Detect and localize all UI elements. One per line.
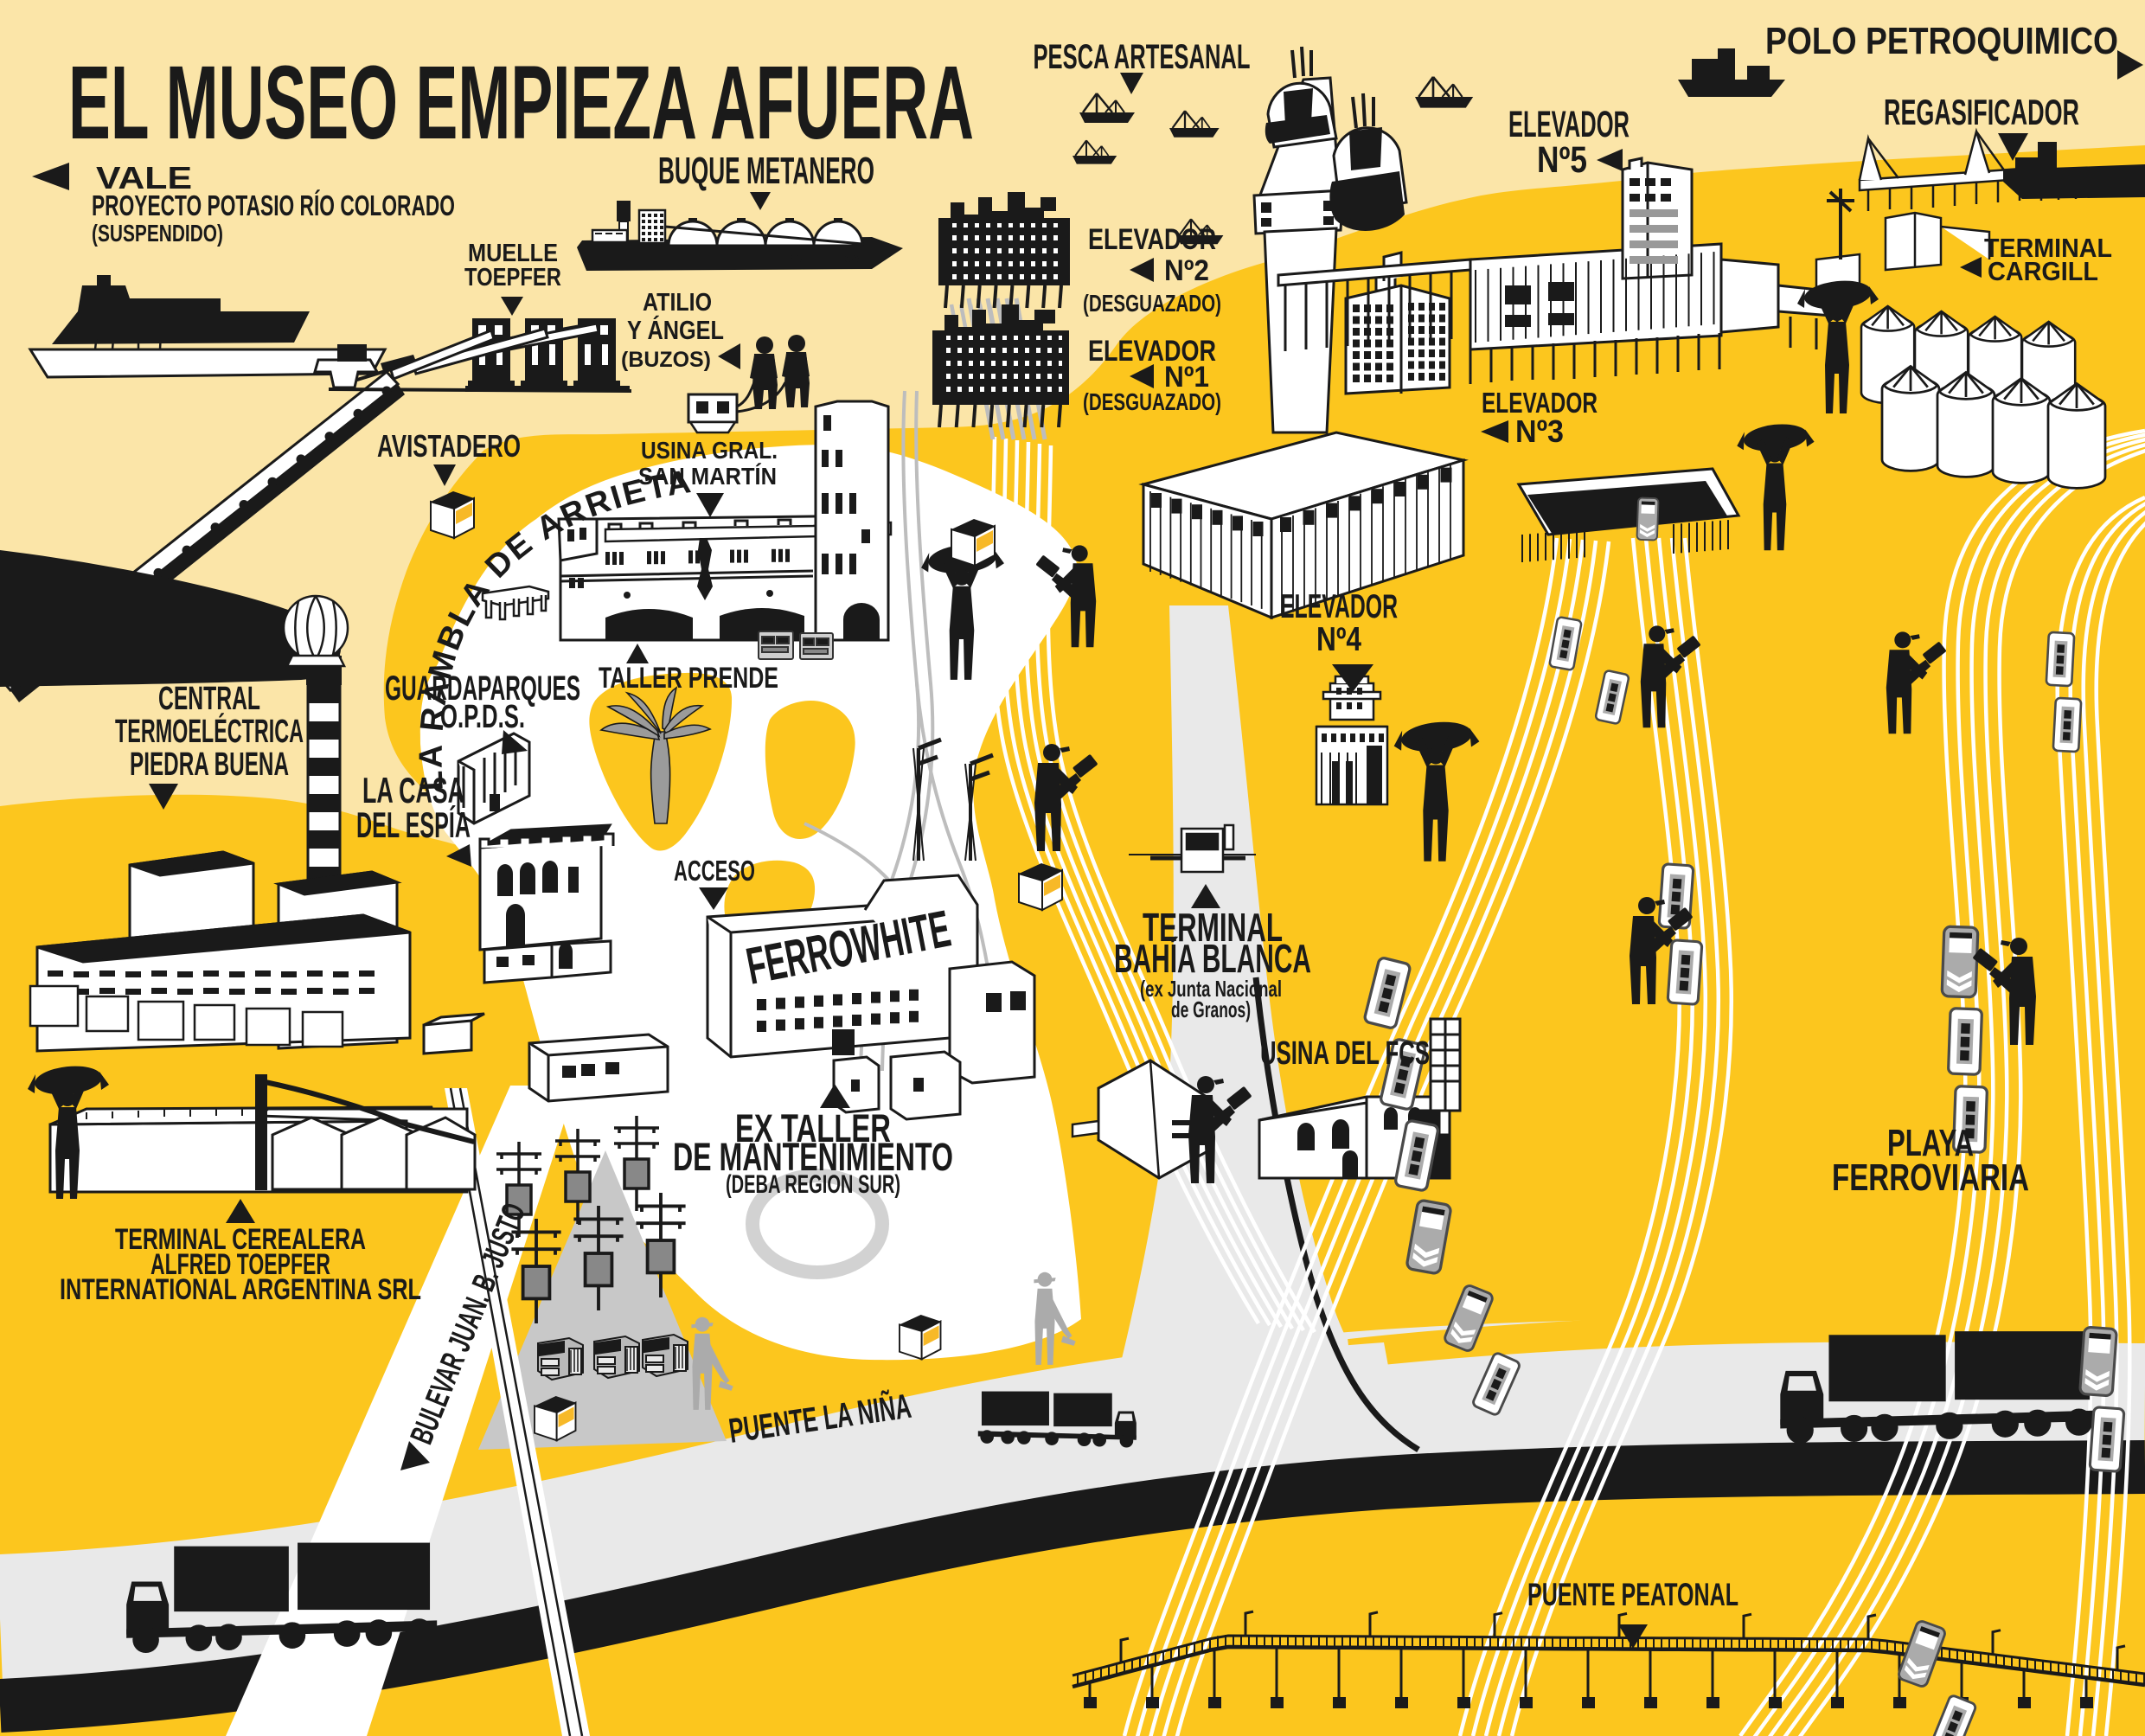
svg-text:de Granos): de Granos) <box>1171 996 1251 1022</box>
svg-text:CARGILL: CARGILL <box>1988 256 2098 286</box>
svg-text:(DESGUAZADO): (DESGUAZADO) <box>1083 290 1221 317</box>
svg-text:ATILIO: ATILIO <box>643 289 712 317</box>
svg-text:VALE: VALE <box>96 160 192 195</box>
svg-text:CENTRAL: CENTRAL <box>158 681 260 717</box>
svg-text:EL MUSEO EMPIEZA AFUERA: EL MUSEO EMPIEZA AFUERA <box>68 43 974 161</box>
svg-text:ACCESO: ACCESO <box>674 855 755 887</box>
svg-text:ELEVADOR: ELEVADOR <box>1508 104 1630 145</box>
svg-text:BAHÍA BLANCA: BAHÍA BLANCA <box>1114 936 1311 981</box>
svg-text:BUQUE METANERO: BUQUE METANERO <box>658 150 874 192</box>
svg-text:(BUZOS): (BUZOS) <box>621 348 711 372</box>
svg-text:TOEPFER: TOEPFER <box>464 264 561 291</box>
svg-text:INTERNATIONAL ARGENTINA SRL: INTERNATIONAL ARGENTINA SRL <box>60 1273 421 1306</box>
svg-text:TERMINAL CEREALERA: TERMINAL CEREALERA <box>115 1223 366 1256</box>
svg-text:DE MANTENIMIENTO: DE MANTENIMIENTO <box>673 1135 953 1179</box>
svg-text:TERMINAL: TERMINAL <box>1143 905 1283 950</box>
svg-text:FERROVIARIA: FERROVIARIA <box>1832 1156 2029 1199</box>
svg-text:PROYECTO POTASIO RÍO COLORADO: PROYECTO POTASIO RÍO COLORADO <box>92 189 455 221</box>
svg-text:Nº4: Nº4 <box>1316 621 1361 658</box>
svg-text:REGASIFICADOR: REGASIFICADOR <box>1884 92 2079 132</box>
svg-text:Nº1: Nº1 <box>1164 361 1209 394</box>
svg-text:PIEDRA BUENA: PIEDRA BUENA <box>130 746 289 783</box>
svg-text:ELEVADOR: ELEVADOR <box>1088 335 1216 368</box>
svg-text:ELEVADOR: ELEVADOR <box>1482 387 1598 419</box>
svg-text:ALFRED TOEPFER: ALFRED TOEPFER <box>150 1248 330 1281</box>
svg-text:GUARDAPARQUES: GUARDAPARQUES <box>385 669 580 708</box>
svg-text:PLAYA: PLAYA <box>1887 1122 1974 1164</box>
svg-text:LA CASA: LA CASA <box>362 770 464 810</box>
svg-text:(DESGUAZADO): (DESGUAZADO) <box>1083 388 1221 415</box>
svg-text:ELEVADOR: ELEVADOR <box>1088 223 1216 256</box>
svg-text:USINA GRAL.: USINA GRAL. <box>641 437 778 464</box>
svg-text:SAN MARTÍN: SAN MARTÍN <box>638 463 777 490</box>
svg-text:USINA DEL FCS: USINA DEL FCS <box>1260 1035 1430 1072</box>
svg-text:TERMINAL: TERMINAL <box>1984 233 2112 263</box>
svg-text:EXCELERATE: EXCELERATE <box>777 249 879 266</box>
svg-text:Y ÁNGEL: Y ÁNGEL <box>627 315 724 345</box>
svg-text:POLO PETROQUIMICO: POLO PETROQUIMICO <box>1765 20 2118 62</box>
svg-text:Nº5: Nº5 <box>1537 139 1587 181</box>
svg-text:TERMOELÉCTRICA: TERMOELÉCTRICA <box>115 712 304 750</box>
svg-text:TALLER PRENDE: TALLER PRENDE <box>599 662 778 695</box>
svg-text:EX TALLER: EX TALLER <box>735 1106 891 1150</box>
svg-text:MUELLE: MUELLE <box>468 240 558 267</box>
svg-text:ELEVADOR: ELEVADOR <box>1280 588 1398 625</box>
svg-text:O.P.D.S.: O.P.D.S. <box>440 699 525 735</box>
svg-text:(ex Junta Nacional: (ex Junta Nacional <box>1140 976 1282 1002</box>
svg-text:DEL ESPÍA: DEL ESPÍA <box>356 804 471 845</box>
svg-text:Nº3: Nº3 <box>1515 413 1564 449</box>
svg-text:PUENTE PEATONAL: PUENTE PEATONAL <box>1527 1577 1738 1612</box>
svg-text:(DEBA REGION SUR): (DEBA REGION SUR) <box>726 1170 900 1199</box>
svg-text:Nº2: Nº2 <box>1164 254 1209 287</box>
svg-text:AVISTADERO: AVISTADERO <box>377 428 521 464</box>
svg-text:PESCA ARTESANAL: PESCA ARTESANAL <box>1034 38 1251 76</box>
svg-text:(SUSPENDIDO): (SUSPENDIDO) <box>92 220 223 247</box>
